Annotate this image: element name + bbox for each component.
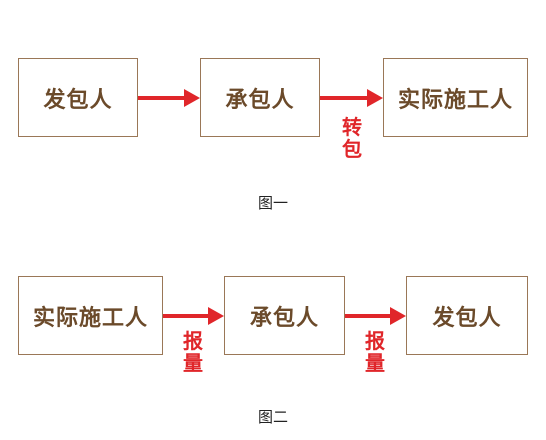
arrow-label-zhuanbao: 转包 <box>340 116 364 160</box>
arrow-label-text: 转包 <box>342 115 362 161</box>
box-fabaoren: 发包人 <box>18 58 138 137</box>
box-chengbaoren: 承包人 <box>224 276 345 355</box>
box-fabaoren: 发包人 <box>406 276 528 355</box>
arrow-label-baoliang: 报量 <box>181 330 205 374</box>
arrow-label-text: 报量 <box>183 329 203 375</box>
arrow-label-text: 报量 <box>365 329 385 375</box>
box-shijishigongren: 实际施工人 <box>18 276 163 355</box>
arrow-icon <box>163 307 224 325</box>
arrow-icon <box>345 307 406 325</box>
arrow-label-baoliang: 报量 <box>363 330 387 374</box>
arrow-icon <box>138 89 200 107</box>
caption-figure1: 图一 <box>257 194 288 212</box>
box-shijishigongren: 实际施工人 <box>383 58 528 137</box>
box-chengbaoren: 承包人 <box>200 58 320 137</box>
caption-figure2: 图二 <box>257 408 288 426</box>
arrow-icon <box>320 89 383 107</box>
